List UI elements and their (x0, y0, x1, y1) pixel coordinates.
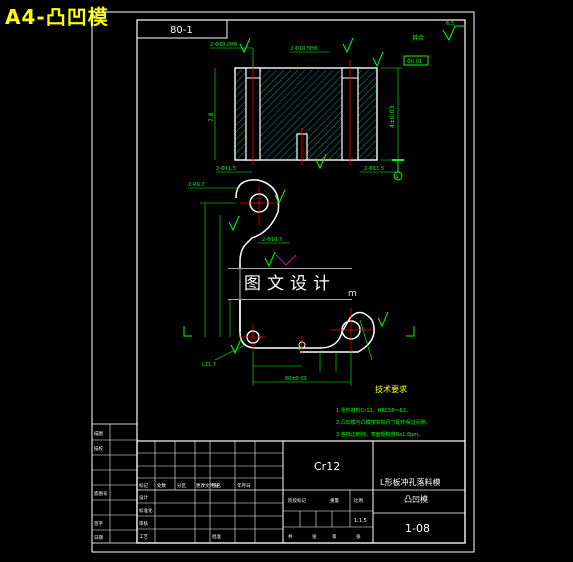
svg-text:张: 张 (356, 533, 361, 540)
svg-text:2-Φ10.7: 2-Φ10.7 (262, 237, 282, 243)
plan-view: 80±0.03 L11.7 2-R9.7 2-Φ10.7 Φ (183, 179, 415, 386)
svg-text:处数: 处数 (157, 482, 166, 489)
material-text: Cr12 (314, 460, 340, 473)
part-name-line2: 凸凹模 (404, 494, 428, 504)
svg-text:描校: 描校 (94, 445, 103, 452)
svg-text:描图: 描图 (94, 430, 103, 437)
watermark-tail: m (348, 289, 357, 299)
part-name-line1: L形板冲孔落料模 (380, 477, 440, 487)
svg-text:Φ: Φ (298, 346, 301, 351)
svg-text:2-R9.7: 2-R9.7 (188, 182, 204, 188)
svg-text:底图号: 底图号 (94, 490, 108, 497)
svg-text:第: 第 (332, 533, 337, 540)
sheet-size-title: A4-凸凹模 (5, 5, 109, 29)
drawing-no-box (136, 19, 228, 39)
svg-text:批准: 批准 (212, 533, 221, 540)
svg-text:工艺: 工艺 (139, 534, 148, 540)
drawing-number: 1-08 (405, 522, 430, 535)
svg-text:审核: 审核 (139, 520, 148, 527)
svg-text:4±0.03: 4±0.03 (389, 106, 396, 128)
svg-text:共: 共 (288, 533, 293, 540)
tech-req-item-1: 1.零件材料Cr12，HRC58～62。 (336, 407, 411, 414)
svg-text:阶段标记: 阶段标记 (288, 497, 306, 504)
svg-text:标记: 标记 (139, 482, 148, 489)
svg-text:设计: 设计 (139, 494, 148, 501)
svg-text:更改文件号: 更改文件号 (196, 482, 219, 489)
svg-text:6.3: 6.3 (446, 21, 454, 27)
svg-text:2-Φ10.2H8: 2-Φ10.2H8 (210, 42, 237, 48)
svg-text:张: 张 (312, 533, 317, 540)
svg-text:7.8: 7.8 (208, 112, 215, 122)
tech-req-item-3: 3.各锐边倒钝，表面粗糙度Ra1.6μm。 (336, 431, 423, 438)
section-view: A 7.8 4±0.03 2-Φ10.2H8 2-Φ10.5H8 Φ0.01 2… (208, 37, 429, 181)
svg-text:2-Φ11.5: 2-Φ11.5 (216, 166, 236, 172)
roughness-symbol (442, 25, 466, 42)
tech-req-title: 技术要求 (375, 384, 407, 394)
svg-text:比例: 比例 (354, 497, 363, 504)
svg-text:2-Φ11.5: 2-Φ11.5 (364, 166, 384, 172)
svg-text:标准化: 标准化 (139, 507, 153, 514)
svg-text:Φ0.01: Φ0.01 (407, 59, 422, 65)
svg-text:签字: 签字 (94, 520, 103, 527)
title-block (91, 423, 466, 544)
svg-text:L11.7: L11.7 (202, 362, 216, 368)
svg-text:重量: 重量 (330, 497, 339, 504)
scale-text: 1:1.5 (354, 518, 367, 524)
roughness-note: 其余 (412, 34, 424, 42)
svg-text:80±0.03: 80±0.03 (285, 376, 307, 382)
watermark: 图文设计 (228, 268, 352, 300)
drawing-no-text: 80-1 (170, 25, 193, 36)
svg-text:2-Φ10.5H8: 2-Φ10.5H8 (290, 46, 317, 52)
svg-text:日期: 日期 (94, 535, 103, 541)
outer-frame (91, 11, 475, 553)
tech-req-item-2: 2.凸凹模与凸模按实际尺寸配作保证间隙。 (336, 419, 431, 426)
svg-text:年月日: 年月日 (237, 482, 251, 489)
svg-text:分区: 分区 (177, 482, 186, 489)
svg-text:A: A (395, 175, 399, 181)
svg-text:签名: 签名 (212, 482, 221, 489)
